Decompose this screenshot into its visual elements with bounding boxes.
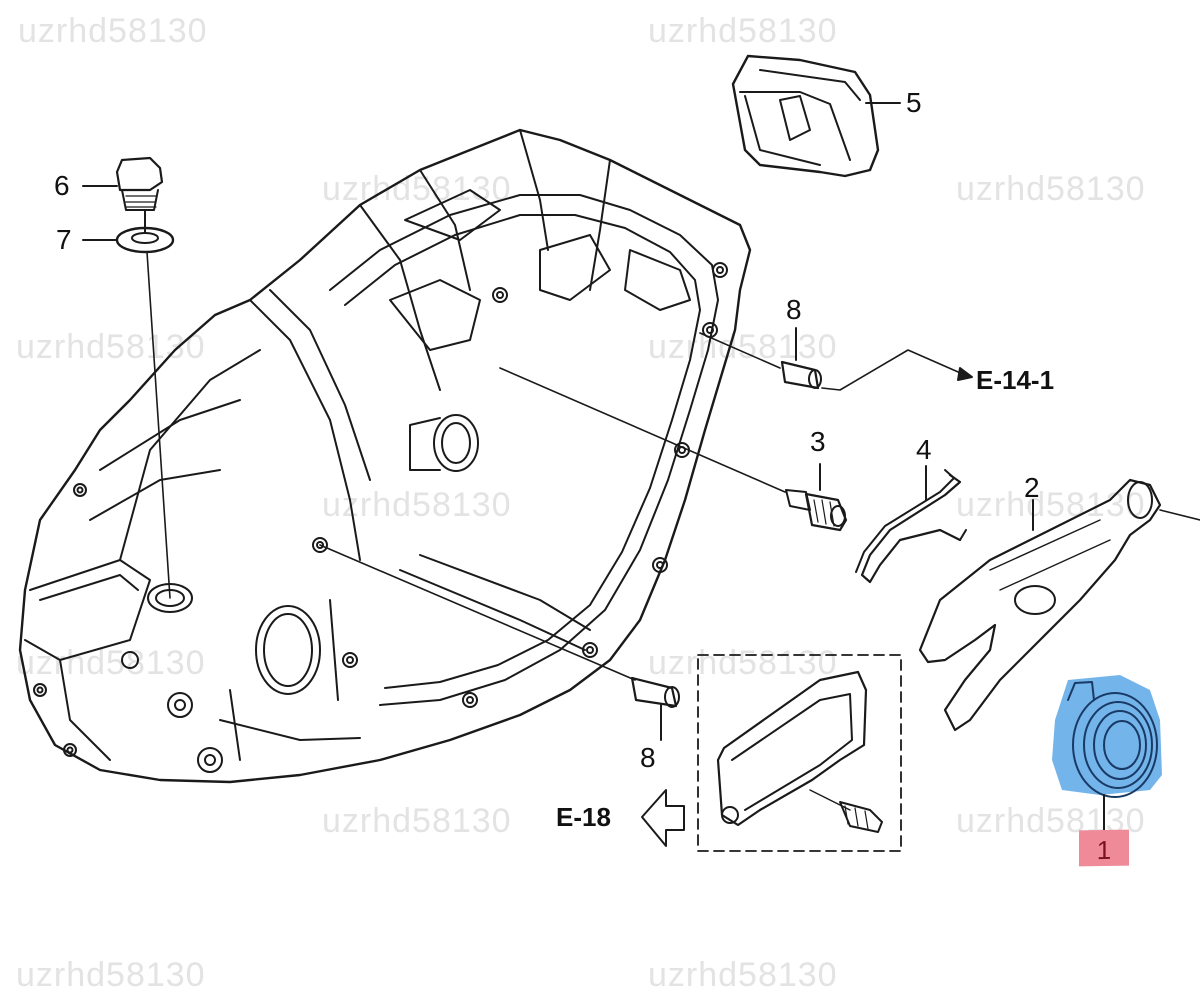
- watermark: uzrhd58130: [648, 644, 838, 682]
- watermark: uzrhd58130: [648, 12, 838, 50]
- reference-arrow-e18: [641, 789, 685, 847]
- callout-part-2: 2: [1024, 472, 1040, 503]
- release-bearing: [1052, 675, 1162, 831]
- breather-cap: [731, 54, 901, 178]
- drain-plug: [82, 156, 164, 211]
- callout-part-8-upper: 8: [786, 294, 802, 325]
- callout-part-7: 7: [56, 224, 72, 255]
- callout-part-6: 6: [54, 170, 70, 201]
- watermark: uzrhd58130: [322, 802, 512, 840]
- sealing-washer: [82, 209, 175, 599]
- callout-part-3: 3: [810, 426, 826, 457]
- watermark: uzrhd58130: [16, 328, 206, 366]
- callout-part-8-lower: 8: [640, 742, 656, 773]
- callout-part-5: 5: [906, 87, 922, 118]
- callout-part-4: 4: [916, 434, 932, 465]
- watermark: uzrhd58130: [956, 170, 1146, 208]
- reference-e18[interactable]: E-18: [556, 802, 611, 832]
- cover-plate-group: [697, 654, 902, 852]
- callout-part-1-highlight: 1: [1079, 829, 1129, 867]
- fork-spring-clip: [855, 465, 967, 584]
- fork-bolt: [499, 367, 848, 532]
- exploded-diagram: [18, 54, 1200, 852]
- reference-e14-1[interactable]: E-14-1: [976, 365, 1055, 395]
- watermark: uzrhd58130: [18, 12, 208, 50]
- watermark: uzrhd58130: [956, 486, 1146, 524]
- watermark: uzrhd58130: [16, 644, 206, 682]
- clutch-housing: [18, 128, 752, 784]
- watermark: uzrhd58130: [322, 170, 512, 208]
- dowel-pin-lower: [319, 544, 680, 741]
- dowel-pin-upper: [699, 327, 973, 391]
- release-fork: [918, 478, 1200, 732]
- watermark: uzrhd58130: [648, 328, 838, 366]
